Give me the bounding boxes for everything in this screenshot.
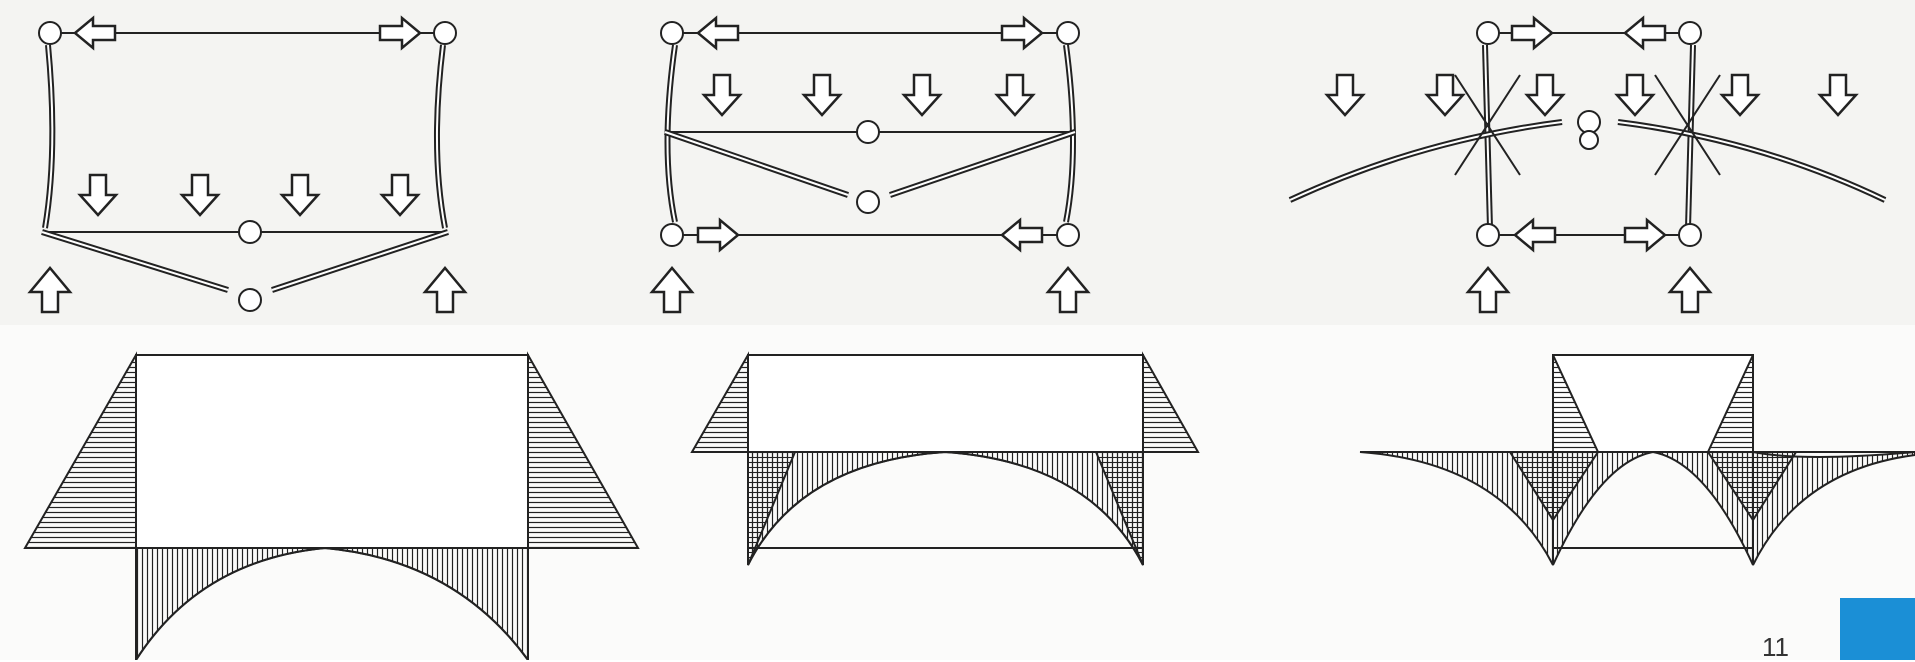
frame-diagram-middle	[650, 16, 1090, 314]
moment-diagram-middle	[690, 351, 1200, 566]
frame-diagram-left	[28, 16, 467, 314]
frame-diagram-right	[1288, 16, 1887, 314]
page-number: 11	[1762, 632, 1789, 662]
corner-tab	[1840, 598, 1915, 660]
moment-diagram-right	[1359, 354, 1915, 566]
moment-diagram-left	[23, 351, 640, 660]
top-panel-background	[0, 0, 1915, 325]
